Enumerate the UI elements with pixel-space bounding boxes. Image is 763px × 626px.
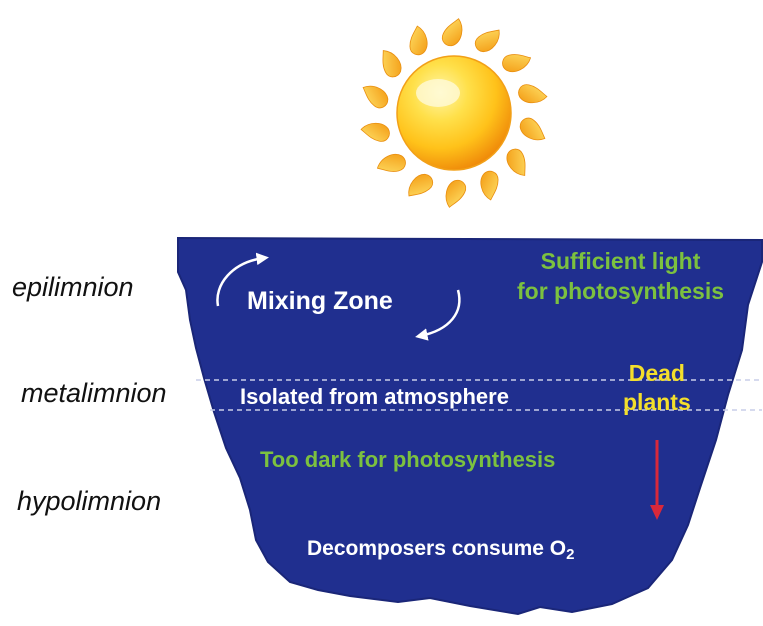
sun-icon bbox=[360, 18, 548, 208]
metalimnion-label: metalimnion bbox=[21, 378, 167, 408]
too-dark-label: Too dark for photosynthesis bbox=[260, 447, 556, 472]
sun-ray bbox=[502, 54, 532, 73]
sun-ray bbox=[480, 170, 499, 201]
sun-ray bbox=[408, 173, 434, 197]
sun-highlight bbox=[416, 79, 460, 107]
dead-plants-label: Dead plants bbox=[623, 359, 691, 417]
sun-ray bbox=[362, 85, 389, 109]
epilimnion-label: epilimnion bbox=[12, 272, 134, 302]
sun-ray bbox=[506, 148, 526, 176]
sufficient-light-label: Sufficient light for photosynthesis bbox=[517, 246, 724, 306]
sun-ray bbox=[519, 117, 546, 141]
dead-plants-line2: plants bbox=[623, 389, 691, 415]
sun-ray bbox=[376, 153, 406, 172]
mixing-arrow-icon bbox=[415, 289, 461, 341]
decomposers-label: Decomposers consume O2 bbox=[307, 537, 574, 563]
sun-ray bbox=[518, 84, 548, 104]
hypolimnion-label: hypolimnion bbox=[17, 486, 162, 516]
sun-ray bbox=[474, 29, 500, 53]
sufficient-light-line1: Sufficient light bbox=[540, 248, 701, 274]
sufficient-light-line2: for photosynthesis bbox=[517, 278, 725, 304]
sinking-arrow-head bbox=[650, 505, 664, 520]
sun-ray bbox=[445, 179, 467, 208]
mixing-zone-label: Mixing Zone bbox=[247, 287, 393, 315]
mixing-arrow-icon bbox=[216, 252, 269, 307]
sun-ray bbox=[441, 18, 463, 47]
sun-core bbox=[396, 55, 512, 171]
decomposers-main: Decomposers consume O bbox=[307, 537, 567, 560]
dead-plants-line1: Dead bbox=[628, 360, 685, 386]
sun-ray bbox=[382, 50, 402, 78]
sun-ray bbox=[360, 122, 390, 142]
decomposers-subscript: 2 bbox=[566, 546, 575, 563]
sun-ray bbox=[409, 25, 428, 56]
isolated-label: Isolated from atmosphere bbox=[240, 384, 509, 409]
